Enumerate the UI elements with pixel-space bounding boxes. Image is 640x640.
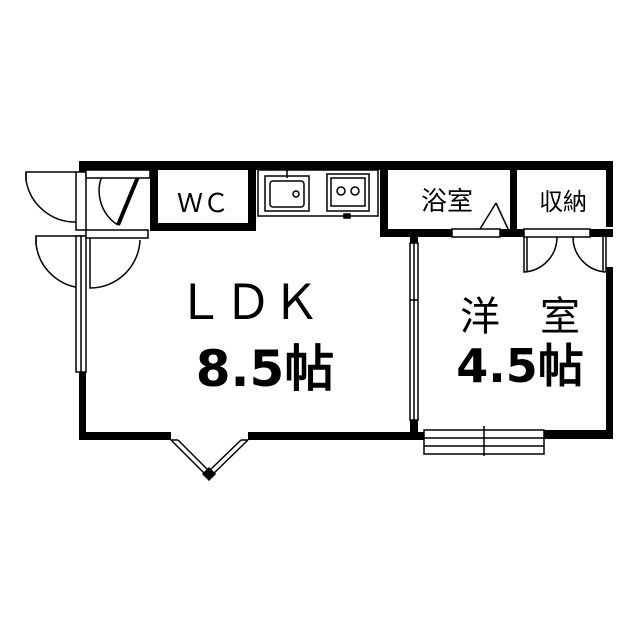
outer-walls	[79, 161, 613, 440]
upper-door-swing	[25, 171, 77, 223]
bottom-wall-ldk	[79, 432, 171, 440]
stove	[326, 173, 370, 212]
wc-right-wall	[248, 161, 256, 231]
sink-drain	[292, 190, 300, 198]
western-name-label: 洋 室	[460, 294, 580, 340]
western-size-label: 4.5帖	[456, 339, 584, 393]
left-wall-upper	[79, 161, 86, 173]
right-wall-lower	[606, 267, 613, 439]
left-wall-lower	[79, 372, 86, 440]
entrance-doors	[25, 169, 151, 373]
bath-door-frame	[451, 228, 501, 238]
burner-right	[350, 186, 360, 196]
bath-label: 浴室	[421, 187, 473, 217]
ldk-size-label: 8.5帖	[196, 340, 335, 398]
top-wall	[79, 161, 613, 170]
bay-window	[170, 439, 249, 482]
stove-knob	[343, 213, 351, 219]
inner-door-frame	[85, 229, 149, 239]
western-window	[423, 426, 545, 456]
storage-door-right	[572, 236, 607, 273]
storage-bottom-wall	[590, 229, 613, 237]
bath-left-wall	[380, 161, 388, 237]
ldk-name-label: ＬＤＫ	[176, 275, 320, 331]
western-sliding-door	[409, 242, 419, 421]
bath-door	[451, 202, 509, 238]
bottom-wall-ldk-right	[248, 432, 424, 440]
kitchen	[257, 169, 379, 219]
bay-window-tip	[201, 466, 217, 482]
wc-bottom-wall	[150, 223, 256, 231]
wc-left-wall	[150, 161, 158, 231]
wc-door-frame	[85, 169, 151, 179]
burner-left	[336, 186, 346, 196]
interior-walls	[150, 161, 613, 440]
stove-top	[330, 177, 366, 207]
storage-doors	[523, 228, 607, 273]
wc-door-swing	[98, 171, 119, 226]
storage-door-left	[523, 236, 558, 273]
storage-label: 収納	[539, 188, 587, 216]
kitchen-counter	[257, 169, 379, 217]
inner-door-swing	[89, 235, 141, 289]
wc-label: ＷＣ	[177, 189, 229, 219]
bath-bottom-right	[500, 229, 524, 237]
bottom-wall-western	[544, 430, 613, 439]
storage-door-frame	[523, 228, 591, 238]
bath-right-wall	[510, 161, 517, 237]
kitchen-sink-basin	[269, 180, 305, 208]
right-wall	[606, 161, 613, 227]
wc-door-leaf	[116, 171, 142, 226]
bath-door-swing	[479, 202, 509, 230]
western-left-wall-bottom	[410, 420, 418, 440]
western-left-wall-top	[410, 229, 418, 243]
upper-door-jamb	[75, 171, 87, 231]
